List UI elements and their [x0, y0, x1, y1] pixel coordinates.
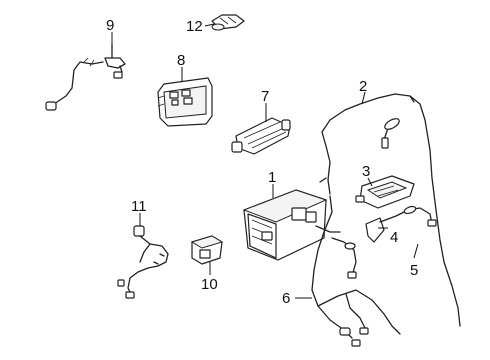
part-9-sensor-harness	[45, 44, 126, 111]
part-1-main-unit	[242, 177, 341, 261]
callout-11: 11	[131, 198, 147, 215]
callout-3: 3	[362, 163, 370, 180]
part-12-connector	[211, 14, 245, 31]
callout-1: 1	[268, 169, 276, 186]
part-3-module	[355, 175, 415, 209]
part-4-sensor-bracket	[365, 205, 437, 243]
callout-10: 10	[201, 276, 218, 293]
part-8-control-module	[157, 77, 213, 127]
part-11-harness	[117, 225, 169, 299]
callout-8: 8	[177, 52, 185, 69]
callout-2: 2	[359, 78, 367, 95]
part-2-antenna-harness	[321, 93, 461, 327]
part-7-bracket	[231, 117, 291, 155]
part-10-switch	[190, 235, 224, 265]
callout-6: 6	[282, 290, 290, 307]
callout-4: 4	[390, 229, 398, 246]
part-6-harness	[311, 195, 401, 347]
callout-leaders	[111, 23, 419, 299]
callout-7: 7	[261, 88, 269, 105]
callout-9: 9	[106, 17, 114, 34]
callout-5: 5	[410, 262, 418, 279]
callout-12: 12	[186, 18, 203, 35]
